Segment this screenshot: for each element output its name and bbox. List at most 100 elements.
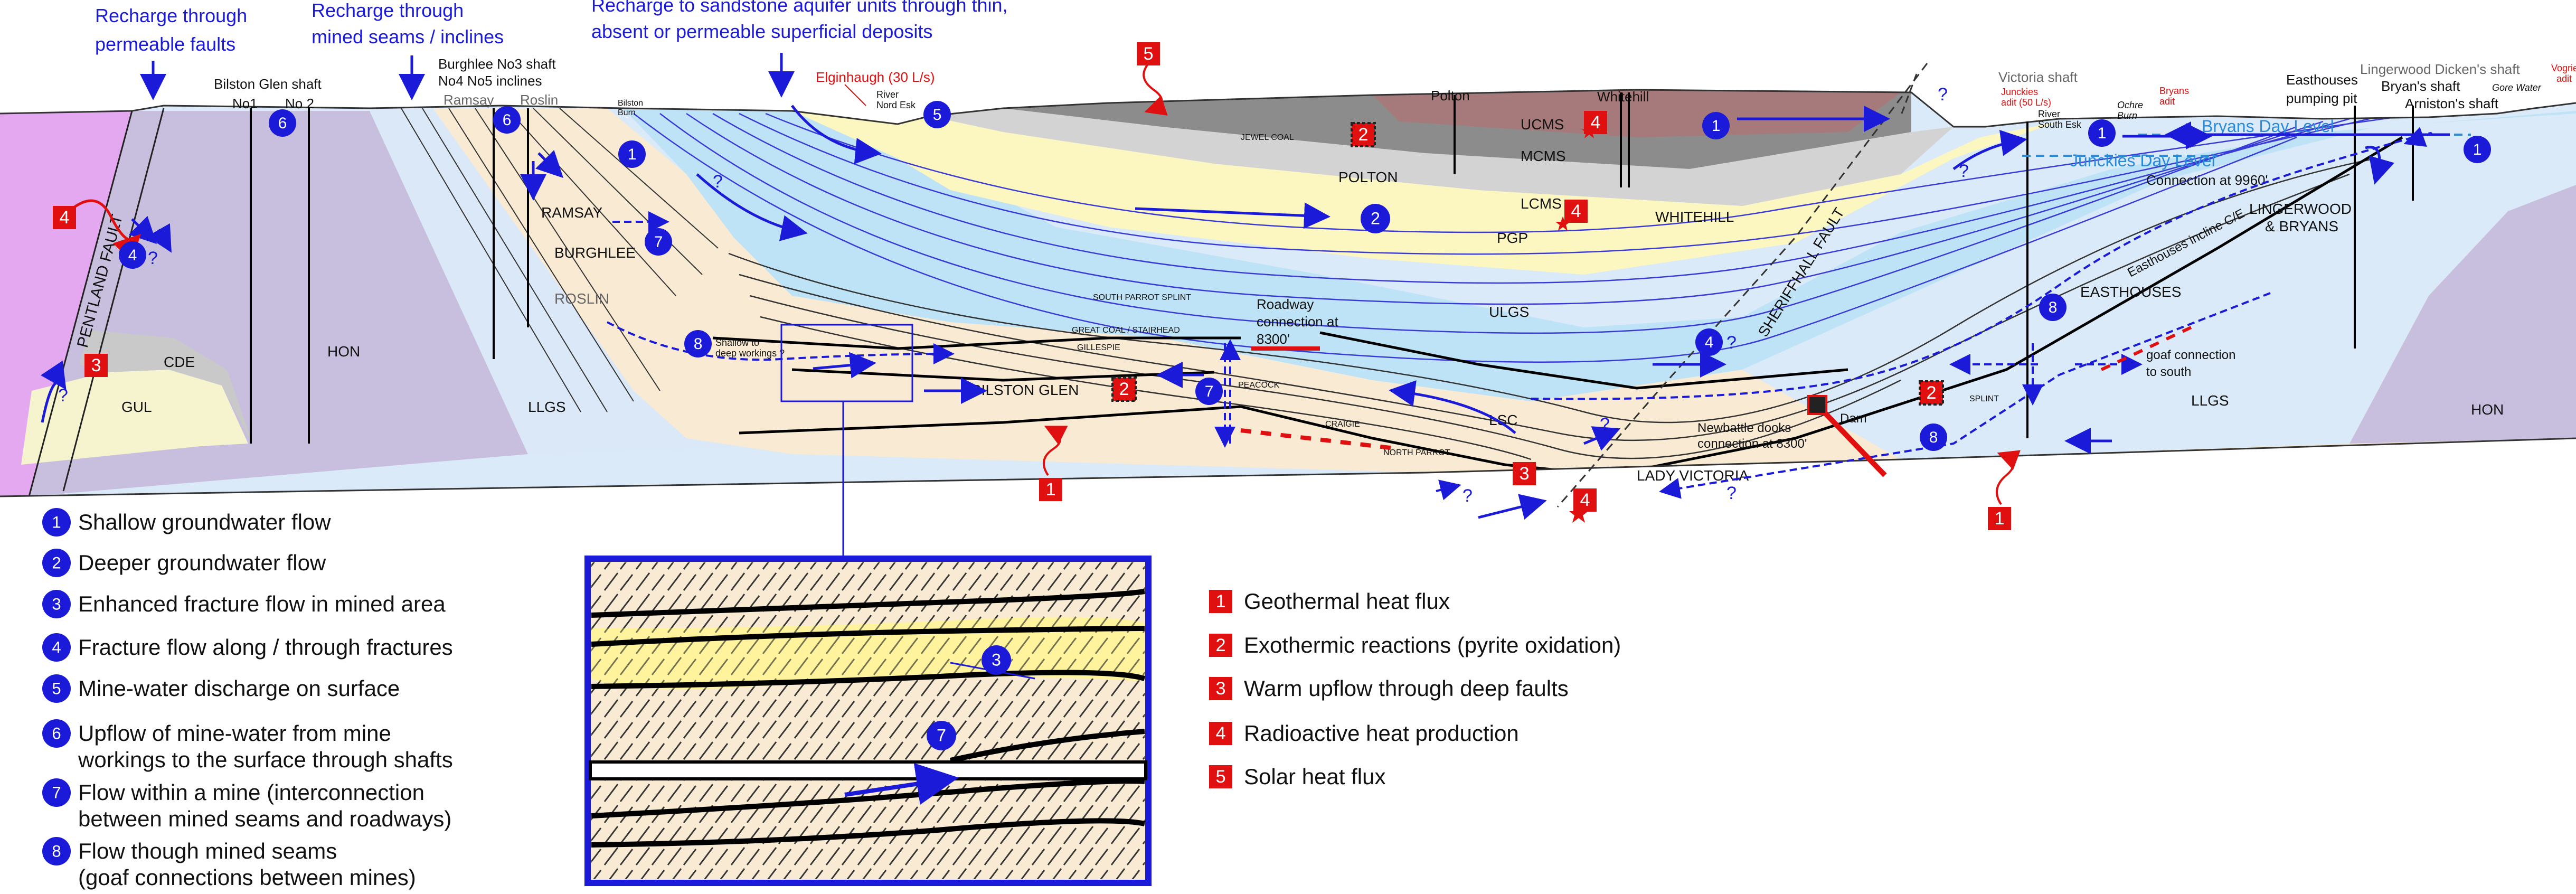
river-south-esk-2: South Esk [2038,119,2082,130]
svg-text:4: 4 [128,247,137,264]
svg-text:2: 2 [1215,635,1225,655]
svg-text:5: 5 [1143,44,1153,64]
lingerwood-label-1: LINGERWOOD [2249,201,2352,217]
hon-right-label: HON [2471,401,2504,418]
roadway-1: Roadway [1257,296,1314,312]
svg-text:2: 2 [1371,209,1380,228]
svg-text:1: 1 [2098,125,2107,142]
svg-text:4: 4 [1590,112,1600,133]
recharge-faults-line2: permeable faults [95,33,235,55]
heat-marker-4-10: 4 [1573,488,1597,512]
whitehill-label: WHITEHILL [1655,209,1734,225]
heat-marker-4-7: 4 [53,206,76,229]
roslin-top-label: Roslin [520,92,558,108]
question-4: ? [1938,84,1948,105]
question-7: ? [1600,415,1610,435]
svg-text:6: 6 [503,111,512,129]
svg-text:4: 4 [1705,334,1714,351]
hon-left-label: HON [327,343,360,360]
svg-text:7: 7 [1205,383,1214,400]
ochre-burn-2: Burn [2117,110,2137,121]
heat-marker-3-6: 3 [1513,462,1536,485]
easthouses-label: EASTHOUSES [2080,284,2181,300]
svg-text:2: 2 [1358,125,1368,145]
easthouses-pit-2: pumping pit [2286,90,2357,106]
flow-marker-4-5: 4 [119,241,146,269]
svg-text:4: 4 [59,208,69,228]
svg-text:8: 8 [52,842,61,860]
question-1: ? [58,385,68,406]
svg-text:7: 7 [654,233,663,251]
flow-legend: 1Shallow groundwater flow2Deeper groundw… [42,508,453,890]
heat-marker-4-8: 4 [1584,111,1607,134]
svg-text:4: 4 [1215,723,1225,744]
goaf-south-1: goaf connection [2146,348,2235,362]
ucms-label: UCMS [1521,116,1564,133]
flow-legend-text-6-2: workings to the surface through shafts [78,747,453,772]
svg-text:5: 5 [52,679,61,698]
recharge-faults-line1: Recharge through [95,5,247,26]
question-2: ? [148,248,158,268]
junckies-adit-2: adit (50 L/s) [2001,97,2051,108]
gul-label: GUL [121,399,152,415]
lingerwood-label-2: & BRYANS [2265,218,2338,234]
inset-marker-3: 3 [982,645,1011,675]
inset-marker-7: 7 [927,721,956,750]
heat-marker-5-11: 5 [1137,42,1160,65]
recharge-sandstone-line2: absent or permeable superficial deposits [591,21,932,42]
flow-legend-icon-6: 6 [42,719,71,748]
heat-marker-1-0: 1 [1039,478,1062,501]
flow-marker-6-8: 6 [269,109,296,137]
flow-marker-8-14: 8 [1920,424,1947,451]
recharge-seams-line2: mined seams / inclines [312,26,504,48]
svg-text:3: 3 [52,595,61,613]
flow-marker-7-11: 7 [1195,378,1223,405]
flow-marker-7-10: 7 [645,228,672,256]
elginhaugh-label: Elginhaugh (30 L/s) [816,69,935,85]
svg-text:6: 6 [52,724,61,742]
flow-legend-text-7-2: between mined seams and roadways) [78,806,451,831]
easthouses-pit-1: Easthouses [2286,72,2358,88]
flow-marker-8-12: 8 [684,330,712,357]
svg-text:1: 1 [1994,509,2004,529]
flow-marker-1-0: 1 [1702,112,1730,139]
svg-text:2: 2 [52,553,61,572]
flow-legend-text-8-1: Flow though mined seams [78,839,337,863]
junckies-adit-1: Junckies [2001,87,2038,97]
flow-marker-1-3: 1 [2464,136,2491,163]
svg-text:1: 1 [1712,117,1721,135]
question-5: ? [1959,161,1969,181]
svg-text:1: 1 [1215,591,1225,611]
no1-label: No1 [232,96,258,111]
ramsay-label: RAMSAY [541,204,602,221]
mcms-label: MCMS [1521,148,1566,164]
bryans-level-label: Bryans Day Level [2202,117,2334,136]
flow-legend-text-2-1: Deeper groundwater flow [78,550,326,575]
pgp-label: PGP [1497,230,1528,246]
flow-legend-text-6-1: Upflow of mine-water from mine [78,721,391,746]
bilston-burn-1: Bilston [618,99,643,108]
burghlee-label: BURGHLEE [554,244,636,261]
question-6: ? [1726,333,1737,353]
recharge-labels: Recharge through permeable faults Rechar… [95,0,1008,55]
question-9: ? [1462,486,1473,506]
svg-text:1: 1 [2473,141,2482,158]
ramsay-top-label: Ramsay [444,92,494,108]
heat-marker-4-9: 4 [1564,200,1588,223]
heat-marker-2-3: 2 [1112,378,1136,401]
craigie-label: CRAIGIE [1325,420,1360,429]
splint-label: SPLINT [1969,394,1999,403]
svg-text:8: 8 [2049,299,2058,316]
connection-9960-label: Connection at 9960' [2146,172,2268,188]
flow-legend-text-3-1: Enhanced fracture flow in mined area [78,591,446,616]
heat-legend: 1Geothermal heat flux2Exothermic reactio… [1209,589,1621,789]
recharge-sandstone-line1: Recharge to sandstone aquifer units thro… [591,0,1008,16]
svg-text:4: 4 [1571,201,1581,221]
flow-legend-icon-1: 1 [42,508,71,537]
svg-text:1: 1 [1045,479,1055,500]
newbattle-2: connection at 8300' [1697,437,1807,451]
north-parrot-label: NORTH PARROT [1383,448,1450,457]
flow-marker-6-9: 6 [493,106,521,134]
great-coal-label: GREAT COAL / STAIRHEAD [1072,326,1180,335]
roadway-2: connection at [1257,314,1338,330]
